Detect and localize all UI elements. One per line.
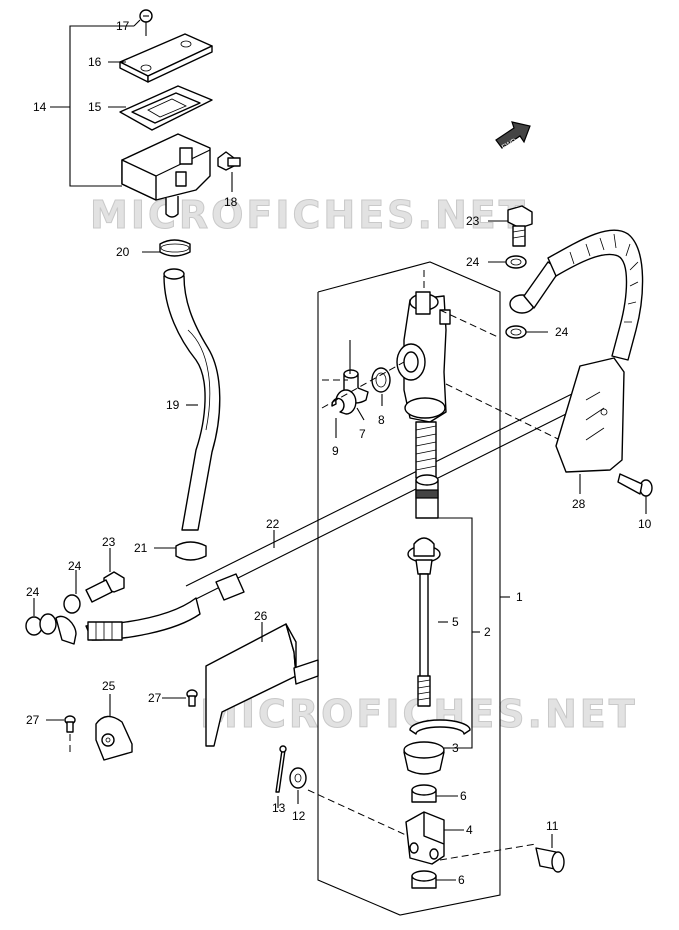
- callout-25: 25: [102, 679, 116, 693]
- piston-cup: [415, 474, 439, 519]
- callout-9: 9: [332, 444, 339, 458]
- callout-23-upper: 23: [466, 214, 480, 228]
- callout-2: 2: [484, 625, 491, 639]
- callout-23-lower: 23: [102, 535, 116, 549]
- callout-24-upper: 24: [466, 255, 480, 269]
- callout-7: 7: [359, 427, 366, 441]
- circlip-lower: [409, 719, 471, 735]
- callout-3: 3: [452, 741, 459, 755]
- guard-screw: [617, 473, 653, 497]
- cotter-pin: [275, 745, 287, 793]
- callout-27-right: 27: [148, 691, 162, 705]
- reservoir-cap-screw: [139, 9, 153, 36]
- union-bolt-lower: [85, 571, 125, 603]
- callout-15: 15: [88, 100, 102, 114]
- return-spring: [415, 421, 437, 479]
- callout-19: 19: [166, 398, 180, 412]
- cover-screw: [186, 689, 198, 707]
- rod-boot: [403, 741, 445, 775]
- lock-nut-lower: [411, 870, 437, 889]
- union-bolt-upper: [507, 205, 533, 247]
- circlip-upper: [331, 389, 357, 415]
- reservoir-cap: [119, 33, 213, 83]
- callout-5: 5: [452, 615, 459, 629]
- callout-6-upper: 6: [460, 789, 467, 803]
- reservoir-tank: [121, 133, 211, 218]
- callout-10: 10: [638, 517, 652, 531]
- hose-clamp-bracket: [95, 715, 133, 761]
- cover-panel: [205, 623, 319, 747]
- callout-12: 12: [292, 809, 306, 823]
- watermark-top: MICROFICHES.NET: [90, 193, 528, 237]
- reaction-rod-line: [185, 379, 607, 601]
- direction-arrow-icon: FWD: [495, 121, 531, 152]
- callout-18: 18: [224, 195, 238, 209]
- callout-24-left-2: 24: [26, 585, 40, 599]
- assembly-outline: [317, 261, 501, 916]
- callout-6-lower: 6: [458, 873, 465, 887]
- callout-28: 28: [572, 497, 586, 511]
- callout-11: 11: [546, 819, 559, 833]
- hose-guard: [555, 357, 625, 473]
- callout-26: 26: [254, 609, 268, 623]
- washer-upper: [505, 255, 527, 269]
- plain-washer: [289, 767, 307, 789]
- clevis-pin: [535, 847, 565, 873]
- brake-hose-lower: [39, 573, 245, 645]
- push-rod: [407, 537, 441, 707]
- callout-22: 22: [266, 517, 280, 531]
- lock-nut-upper: [411, 784, 437, 803]
- washer-lower: [505, 325, 527, 339]
- reservoir-diaphragm: [119, 85, 213, 131]
- callout-17: 17: [116, 19, 130, 33]
- hose-clamp-upper: [159, 239, 191, 257]
- callout-4: 4: [466, 823, 473, 837]
- callout-27-left: 27: [26, 713, 40, 727]
- clamp-screw: [64, 715, 76, 733]
- callout-labels: 17 16 14 15 18 20 23 24 24 19 7 8 9 28 1…: [26, 19, 652, 887]
- callout-21: 21: [134, 541, 148, 555]
- callout-8: 8: [378, 413, 385, 427]
- callout-24-left-1: 24: [68, 559, 82, 573]
- washer-left-1: [63, 594, 81, 614]
- callout-24-mid: 24: [555, 325, 569, 339]
- brake-hose-upper: [509, 229, 644, 361]
- reservoir-mount-bolt: [217, 151, 241, 171]
- callout-16: 16: [88, 55, 102, 69]
- reservoir-hose: [163, 268, 221, 531]
- callout-20: 20: [116, 245, 130, 259]
- callout-14: 14: [33, 100, 47, 114]
- hose-clamp-lower: [175, 541, 207, 561]
- callout-13: 13: [272, 801, 286, 815]
- master-cylinder-body: [396, 291, 451, 423]
- clevis: [405, 811, 445, 865]
- o-ring: [371, 367, 391, 393]
- callout-1: 1: [516, 590, 523, 604]
